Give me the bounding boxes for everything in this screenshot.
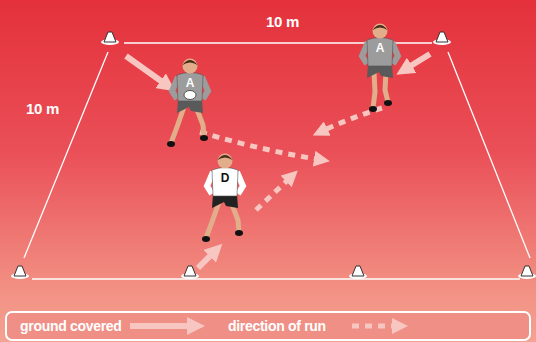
player-body	[362, 24, 398, 113]
dimension-label: 10 m	[26, 100, 59, 117]
player-figure: A	[165, 55, 215, 150]
boot	[384, 100, 392, 106]
cone	[349, 266, 367, 279]
hair	[218, 155, 233, 160]
head	[373, 24, 388, 39]
grid-line	[32, 278, 520, 279]
player-letter: A	[355, 41, 405, 55]
player-body	[202, 154, 243, 243]
boot	[202, 236, 210, 242]
legend-text: ground covered	[20, 318, 122, 334]
player-outline	[355, 20, 405, 115]
cone	[101, 32, 119, 45]
boot	[369, 106, 377, 112]
hair	[373, 25, 388, 30]
ground-arrow	[198, 250, 216, 268]
ground-arrow	[126, 56, 168, 86]
player-figure: D	[200, 150, 250, 245]
cone	[518, 266, 536, 279]
boot	[200, 135, 208, 141]
player-letter: D	[200, 171, 250, 185]
player-letter: A	[165, 76, 215, 90]
run-arrow	[256, 176, 292, 210]
cone	[11, 266, 29, 279]
boot	[235, 230, 243, 236]
legend-dashed-arrow	[352, 324, 400, 329]
rugby-ball	[184, 91, 196, 100]
head	[183, 59, 198, 74]
legend-bar	[6, 312, 530, 340]
grid-line	[24, 52, 108, 258]
head	[218, 154, 233, 169]
grid-lines	[24, 43, 530, 279]
player-outline	[165, 55, 215, 150]
player-body	[167, 59, 208, 148]
player-outline	[200, 150, 250, 245]
cones	[11, 32, 536, 279]
leg	[373, 72, 375, 108]
dimension-label: 10 m	[266, 13, 299, 30]
ground-arrow	[404, 54, 430, 70]
hair	[183, 60, 198, 65]
player-figure: A	[355, 20, 405, 115]
boot	[167, 141, 175, 147]
run-arrows	[200, 108, 382, 210]
legend-box	[6, 312, 530, 340]
cone	[433, 32, 451, 45]
run-arrow	[200, 132, 322, 160]
cone	[181, 266, 199, 279]
legend-text: direction of run	[228, 318, 326, 334]
legend-solid-arrow	[130, 323, 196, 329]
ground-covered-arrows	[126, 54, 430, 268]
grid-line	[448, 52, 530, 258]
